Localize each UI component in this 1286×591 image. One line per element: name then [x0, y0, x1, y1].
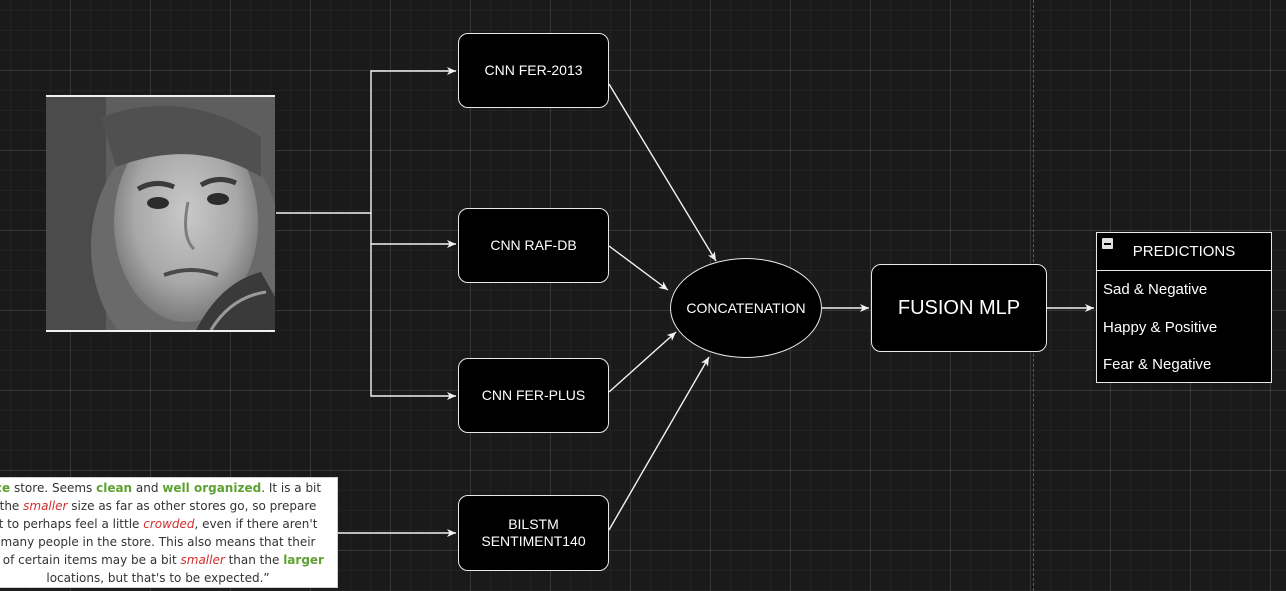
review-line: ce store. Seems clean and well organized…	[0, 479, 333, 497]
review-text: , even if there aren't	[194, 517, 318, 531]
bilstm-label-line1: BILSTM	[508, 516, 559, 532]
edge-bilstm-to-concat	[608, 356, 710, 531]
concatenation-label: CONCATENATION	[686, 299, 806, 316]
edge-image-to-cnn-ferplus	[370, 244, 456, 400]
predictions-box[interactable]: PREDICTIONS Sad & Negative Happy & Posit…	[1096, 232, 1272, 383]
review-line: k of certain items may be a bit smaller …	[0, 551, 333, 569]
prediction-item[interactable]: Happy & Positive	[1103, 318, 1218, 336]
cnn-ferplus-label: CNN FER-PLUS	[481, 387, 586, 403]
review-text: and	[132, 481, 163, 495]
review-word-negative: smaller	[180, 553, 225, 567]
edge-ferplus-to-concat	[608, 331, 677, 393]
fusion-mlp-label: FUSION MLP	[897, 296, 1021, 319]
prediction-item[interactable]: Fear & Negative	[1103, 356, 1212, 374]
edge-fer2013-to-concat	[608, 83, 717, 262]
concatenation-node[interactable]: CONCATENATION	[670, 258, 822, 358]
review-text-card: ce store. Seems clean and well organized…	[0, 477, 338, 588]
cnn-rafdb-label: CNN RAF-DB	[490, 237, 577, 253]
review-text: t to perhaps feel a little	[0, 517, 144, 531]
review-text: store. Seems	[10, 481, 97, 495]
fusion-mlp-node[interactable]: FUSION MLP	[871, 264, 1047, 352]
review-text: the	[0, 499, 24, 513]
cnn-fer2013-label: CNN FER-2013	[484, 62, 583, 78]
cnn-rafdb-node[interactable]: CNN RAF-DB	[458, 208, 609, 283]
review-text: k of certain items may be a bit	[0, 553, 181, 567]
review-word-positive: clean	[96, 481, 133, 495]
edge-image-to-cnn-rafdb	[370, 213, 456, 248]
review-word-positive: well organized	[162, 481, 262, 495]
review-line: t to perhaps feel a little crowded, even…	[0, 515, 333, 533]
face-image	[46, 95, 275, 332]
review-line: many people in the store. This also mean…	[0, 535, 316, 549]
cnn-ferplus-node[interactable]: CNN FER-PLUS	[458, 358, 609, 433]
cnn-fer2013-node[interactable]: CNN FER-2013	[458, 33, 609, 108]
review-word-negative: crowded	[143, 517, 195, 531]
bilstm-label-line2: SENTIMENT140	[481, 533, 586, 549]
edge-rafdb-to-concat	[608, 245, 669, 291]
review-line: locations, but that's to be expected.”	[46, 571, 270, 585]
bilstm-node[interactable]: BILSTM SENTIMENT140	[458, 495, 609, 571]
review-word-positive: larger	[283, 553, 324, 567]
review-line: the smaller size as far as other stores …	[0, 497, 333, 515]
review-text: . It is a bit	[261, 481, 322, 495]
collapse-icon[interactable]	[1102, 238, 1113, 249]
review-word-positive: ce	[0, 481, 11, 495]
review-text: than the	[224, 553, 284, 567]
predictions-title: PREDICTIONS	[1132, 243, 1236, 260]
review-word-negative: smaller	[23, 499, 68, 513]
prediction-item[interactable]: Sad & Negative	[1103, 281, 1208, 299]
edge-image-to-cnn-fer2013	[276, 67, 456, 214]
review-text: size as far as other stores go, so prepa…	[67, 499, 317, 513]
predictions-header: PREDICTIONS	[1097, 233, 1271, 271]
